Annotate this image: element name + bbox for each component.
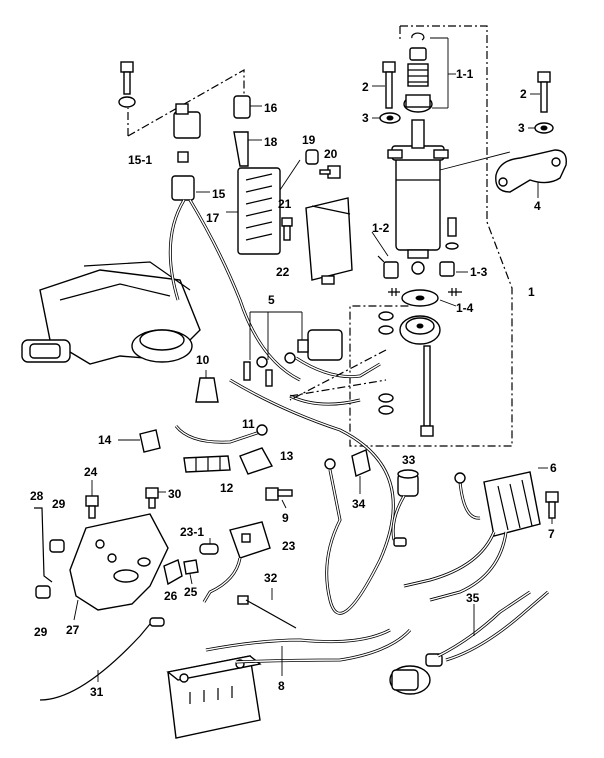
callout-22: 22: [276, 265, 290, 279]
callout-27: 27: [66, 623, 80, 637]
collar-19: [279, 149, 319, 191]
callout-1: 1: [528, 285, 535, 299]
boot-10: [195, 370, 219, 403]
callout-13: 13: [280, 449, 294, 463]
switch-23: [202, 521, 271, 603]
callout-2-right: 2: [520, 87, 527, 101]
cable-tie-32: [237, 588, 297, 629]
callout-17: 17: [206, 211, 220, 225]
callout-9: 9: [282, 511, 289, 525]
callout-30: 30: [168, 487, 182, 501]
boot-14: [118, 429, 161, 453]
pinion-parts: [407, 32, 456, 109]
engine-block: [21, 261, 201, 365]
callout-24: 24: [84, 465, 98, 479]
callout-16: 16: [264, 101, 278, 115]
callout-12: 12: [220, 481, 234, 495]
screw-21: [281, 217, 293, 241]
callout-28: 28: [30, 489, 44, 503]
starter-group-boundary: [349, 25, 513, 447]
clip-26: [163, 559, 183, 586]
callout-29-upper: 29: [52, 497, 66, 511]
callout-3-left: 3: [362, 111, 369, 125]
callout-2-left: 2: [362, 80, 369, 94]
callout-1-2: 1-2: [372, 221, 390, 235]
callout-14: 14: [98, 433, 112, 447]
tube-12: [183, 455, 231, 473]
starter-end-cap: [378, 217, 459, 437]
bracket-18: [233, 131, 262, 167]
callout-1-1: 1-1: [456, 67, 474, 81]
starter-motor: [387, 94, 449, 259]
clip-25: [183, 559, 199, 585]
relay-15: [171, 175, 210, 201]
callout-21: 21: [278, 197, 292, 211]
callout-19: 19: [302, 133, 316, 147]
callout-31: 31: [90, 685, 104, 699]
callout-33: 33: [402, 453, 416, 467]
relay-small: [173, 103, 201, 163]
callout-25: 25: [184, 585, 198, 599]
callout-6: 6: [550, 461, 557, 475]
callout-34: 34: [352, 497, 366, 511]
cable-31: [39, 617, 165, 701]
washer-left: [372, 112, 401, 124]
screw-24: [85, 480, 99, 519]
starter-bolt-left: [372, 61, 396, 109]
callout-1-4: 1-4: [456, 301, 474, 315]
cap-13: [239, 447, 274, 475]
callout-26: 26: [164, 589, 178, 603]
clip-29-upper: [49, 539, 65, 553]
brush-parts: [371, 231, 468, 307]
starter-bracket: [439, 149, 567, 198]
battery: [166, 655, 262, 739]
bolt-7: [545, 491, 559, 524]
callout-8: 8: [278, 679, 285, 693]
rod-28: [34, 507, 53, 583]
callout-10: 10: [196, 353, 210, 367]
screw-30: [145, 487, 166, 509]
callout-15: 15: [212, 187, 226, 201]
callout-4: 4: [534, 199, 541, 213]
callout-5: 5: [268, 293, 275, 307]
bolt-9: [265, 487, 293, 509]
starter-bolt-right: [530, 71, 551, 113]
upper-bolt: [118, 61, 136, 108]
callout-1-3: 1-3: [470, 265, 488, 279]
callout-18: 18: [264, 135, 278, 149]
washer-right: [528, 122, 554, 134]
callout-7: 7: [548, 527, 555, 541]
callout-23: 23: [282, 539, 296, 553]
screw-20: [319, 165, 341, 179]
grommet-23-1: [199, 538, 219, 555]
relay-clip: [233, 95, 262, 119]
cdi-unit-22: [305, 197, 353, 285]
callout-3-right: 3: [518, 121, 525, 135]
callout-20: 20: [324, 147, 338, 161]
rectifier-17: [226, 167, 281, 255]
callout-23-1: 23-1: [180, 525, 204, 539]
switch-33: [391, 469, 419, 547]
rectifier-6: [483, 467, 548, 537]
callout-32: 32: [264, 571, 278, 585]
clip-29-lower: [35, 585, 51, 599]
starter-relay-5: [243, 311, 343, 387]
callout-35: 35: [466, 591, 480, 605]
switch-35: [389, 590, 549, 695]
clip-34: [351, 449, 371, 494]
bracket-27: [69, 513, 169, 621]
callout-29-lower: 29: [34, 625, 48, 639]
callout-11: 11: [242, 417, 255, 431]
callout-15-1: 15-1: [128, 153, 152, 167]
